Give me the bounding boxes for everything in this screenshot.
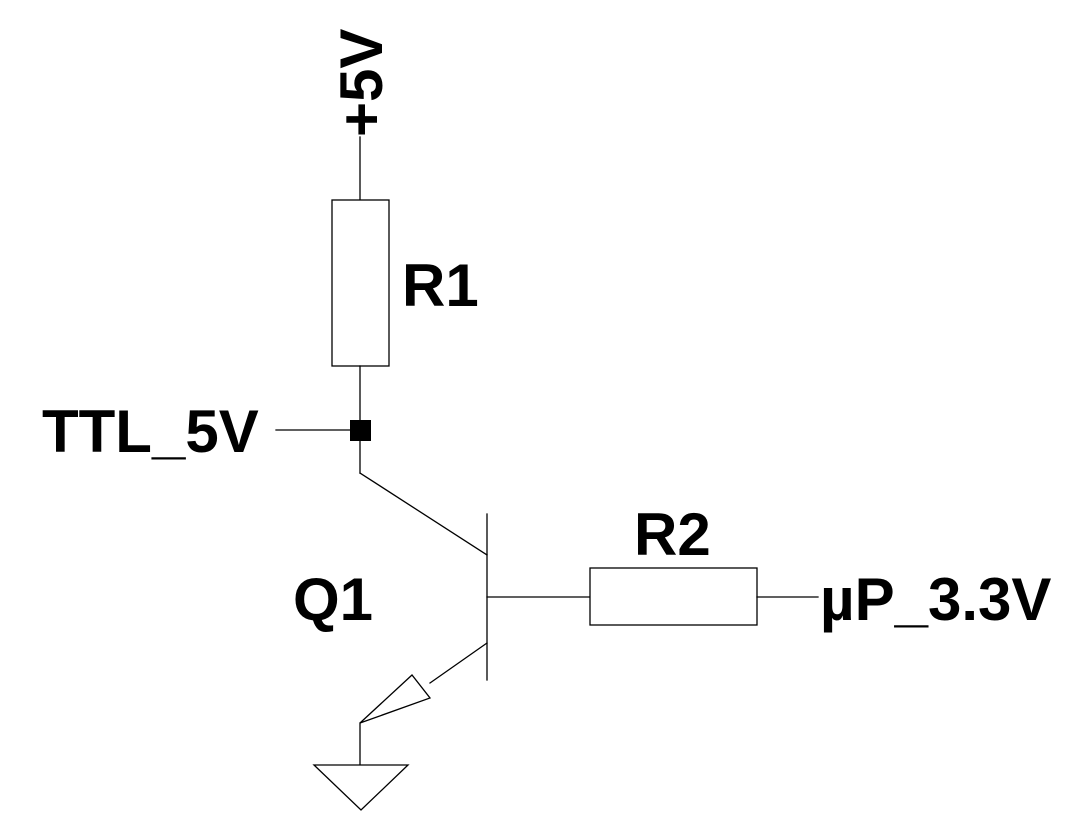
r1-label: R1 bbox=[402, 252, 479, 319]
q1-emitter bbox=[429, 642, 488, 684]
ttl-net-label: TTL_5V bbox=[42, 398, 259, 465]
supply-label: +5V bbox=[328, 29, 395, 137]
resistor-r1 bbox=[331, 199, 390, 367]
resistor-r2 bbox=[589, 567, 758, 626]
transistor-q1 bbox=[359, 472, 488, 724]
up-net-label: µP_3.3V bbox=[820, 566, 1051, 633]
q1-emitter-arrow bbox=[359, 674, 432, 724]
q1-label: Q1 bbox=[293, 566, 373, 633]
r2-label: R2 bbox=[634, 501, 711, 568]
ground-symbol bbox=[312, 764, 410, 811]
q1-collector bbox=[359, 472, 488, 556]
